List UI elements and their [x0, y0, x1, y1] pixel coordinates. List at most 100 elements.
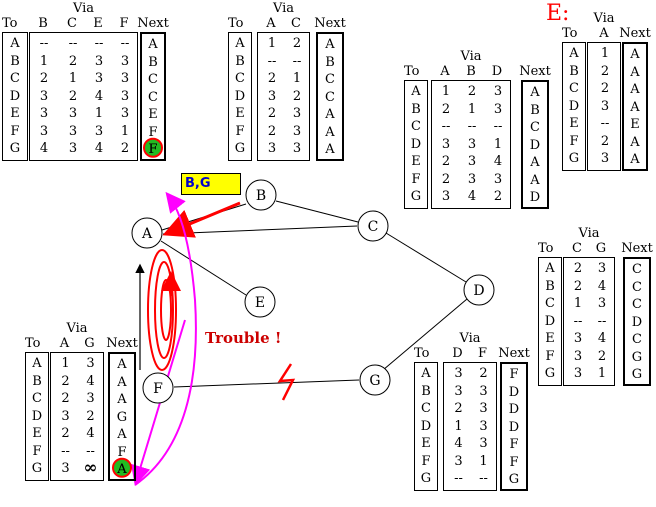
- table-cell: 1: [479, 453, 488, 469]
- table-cell: 3: [493, 171, 503, 187]
- table-cell: C: [325, 72, 335, 87]
- table-e-to-header: To: [562, 26, 578, 41]
- table-cell: D: [631, 314, 643, 330]
- table-cell: 1: [94, 106, 104, 121]
- table-cell: E: [421, 436, 431, 451]
- table-cell: E: [545, 331, 555, 346]
- table-cell: 2: [600, 81, 610, 96]
- table-c-to-header: To: [404, 64, 420, 79]
- table-cell: A: [630, 64, 640, 80]
- table-cell: --: [454, 471, 463, 486]
- table-c-via-header: Via: [460, 49, 482, 64]
- table-cell: E: [148, 107, 158, 122]
- table-cell: 3: [467, 136, 477, 152]
- table-cell: 2: [441, 101, 451, 117]
- table-a-to-header: To: [2, 16, 18, 31]
- table-cell: F: [411, 171, 421, 187]
- table-cell: 2: [68, 88, 78, 104]
- markers-layer: FA: [112, 137, 163, 478]
- table-cell: 2: [61, 426, 70, 441]
- table-cell: 4: [86, 373, 95, 389]
- table-cell: A: [630, 99, 640, 115]
- table-cell: G: [568, 151, 580, 166]
- table-cell: C: [530, 120, 540, 135]
- table-cell: D: [508, 384, 520, 400]
- table-cell: B: [32, 373, 42, 389]
- table-cell: 4: [39, 141, 49, 156]
- table-cell: A: [10, 36, 20, 51]
- table-cell: 2: [479, 366, 488, 381]
- table-cell: 3: [467, 154, 477, 169]
- table-cell: 4: [597, 331, 607, 346]
- table-cell: D: [420, 418, 432, 434]
- table-cell: 3: [68, 106, 78, 121]
- router-e-label: E:: [546, 1, 570, 26]
- table-cell: 3: [94, 53, 104, 69]
- table-cell: G: [631, 367, 643, 382]
- table-cell: 2: [61, 373, 70, 389]
- table-cell: A: [530, 85, 540, 100]
- table-cell: 2: [39, 71, 49, 86]
- table-cell: B: [10, 53, 20, 69]
- table-cell: C: [148, 89, 158, 105]
- table-cell: 4: [467, 189, 477, 204]
- table-cell: A: [630, 82, 640, 97]
- table-cell: 2: [600, 133, 610, 149]
- node-e-label: E: [255, 295, 265, 311]
- table-cell: 1: [68, 71, 78, 86]
- table-cell: 1: [441, 84, 451, 99]
- node-c-circle: [357, 210, 389, 242]
- table-cell: 4: [94, 141, 104, 156]
- table-b-via-col-header: A: [266, 16, 276, 31]
- table-cell: --: [120, 36, 130, 51]
- table-cell: G: [544, 366, 556, 381]
- table-cell: 3: [454, 453, 463, 469]
- table-cell: 2: [68, 53, 78, 69]
- table-cell: 3: [600, 98, 610, 114]
- table-cell: A: [117, 427, 127, 442]
- table-cell: --: [493, 119, 503, 134]
- update-label: B,G: [181, 173, 241, 195]
- table-cell: D: [31, 408, 43, 424]
- table-cell: A: [235, 36, 245, 51]
- table-cell: 3: [454, 383, 463, 399]
- table-b-to-header: To: [228, 16, 244, 31]
- node-f-label: F: [153, 381, 163, 397]
- table-cell: 1: [454, 418, 463, 434]
- table-cell: 2: [454, 401, 463, 416]
- table-cell: 3: [479, 383, 488, 399]
- table-cell: 2: [61, 391, 70, 406]
- table-cell: F: [148, 124, 158, 140]
- table-cell: D: [508, 402, 520, 417]
- table-cell: F: [235, 123, 245, 139]
- node-b-label: B: [256, 188, 266, 204]
- table-cell: --: [267, 53, 277, 69]
- table-cell: F: [509, 454, 519, 470]
- table-cell: 3: [120, 71, 130, 86]
- table-cell: F: [148, 142, 158, 157]
- table-a-via-col-header: C: [67, 16, 77, 31]
- table-cell: 3: [94, 123, 104, 139]
- table-cell: 3: [120, 106, 130, 121]
- table-cell: A: [411, 84, 421, 99]
- table-cell: F: [545, 348, 555, 364]
- table-cell: ∞: [83, 458, 98, 478]
- table-cell: G: [420, 471, 432, 486]
- table-a-changed-entry-marker: [143, 137, 163, 158]
- table-cell: G: [631, 349, 643, 365]
- table-cell: 1: [600, 46, 610, 61]
